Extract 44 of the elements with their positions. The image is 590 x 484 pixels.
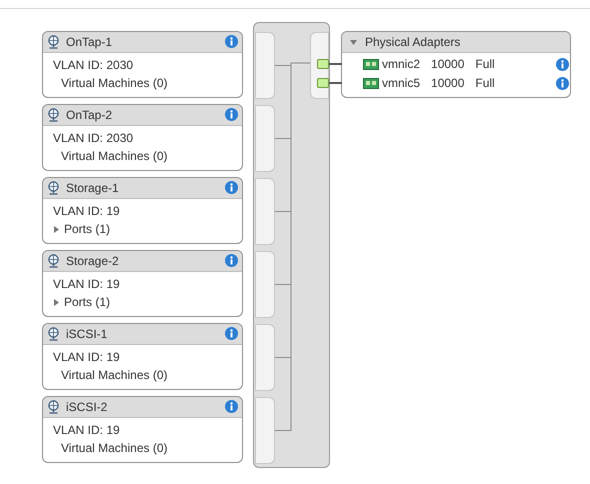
port-group-name: Storage-2 (66, 254, 119, 268)
adapter-duplex: Full (475, 76, 495, 90)
port-group-card (42, 31, 243, 98)
port-slot (255, 178, 275, 245)
port-group-name: OnTap-1 (66, 35, 112, 49)
port-group-card (42, 104, 243, 171)
adapter-name: vmnic2 (382, 57, 420, 71)
vlan-id-text: VLAN ID: 19 (53, 350, 120, 364)
adapter-speed: 10000 (431, 57, 464, 71)
port-group-name: iSCSI-1 (66, 327, 108, 341)
port-slot (255, 251, 275, 318)
port-group-card (42, 250, 243, 317)
vlan-id-text: VLAN ID: 19 (53, 277, 120, 291)
port-group-name: Storage-1 (66, 181, 119, 195)
panel-title: Physical Adapters (365, 35, 460, 49)
member-count-text: Virtual Machines (0) (61, 368, 168, 382)
uplink-line (329, 82, 342, 84)
port-slot (255, 397, 275, 464)
adapter-duplex: Full (475, 57, 495, 71)
adapters-panel (341, 31, 571, 98)
member-count-text: Virtual Machines (0) (61, 441, 168, 455)
port-group-name: iSCSI-2 (66, 400, 108, 414)
uplink-port-icon (317, 59, 329, 69)
adapter-name: vmnic5 (382, 76, 420, 90)
vlan-id-text: VLAN ID: 2030 (53, 131, 134, 145)
member-count-text: Virtual Machines (0) (61, 76, 168, 90)
port-slot (310, 32, 329, 99)
port-group-name: OnTap-2 (66, 108, 112, 122)
vlan-id-text: VLAN ID: 19 (53, 423, 120, 437)
port-group-card (42, 323, 243, 390)
virtual-switch-panel (253, 22, 330, 468)
port-group-card (42, 396, 243, 463)
uplink-port-icon (317, 78, 329, 88)
port-slot (255, 324, 275, 391)
vlan-id-text: VLAN ID: 19 (53, 204, 120, 218)
adapter-speed: 10000 (431, 76, 464, 90)
port-slot (255, 105, 275, 172)
uplink-line (329, 63, 342, 65)
vlan-id-text: VLAN ID: 2030 (53, 58, 134, 72)
member-count-text: Virtual Machines (0) (61, 149, 168, 163)
port-slot (255, 32, 275, 99)
member-count-text: Ports (1) (64, 295, 110, 309)
member-count-text: Ports (1) (64, 222, 110, 236)
port-group-card (42, 177, 243, 244)
